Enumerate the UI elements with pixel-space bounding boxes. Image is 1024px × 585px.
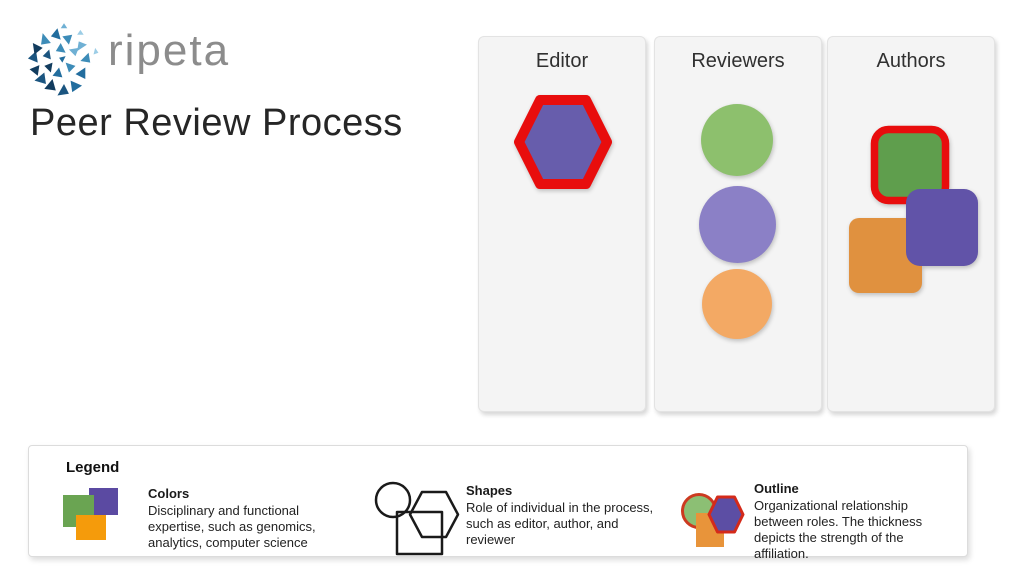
column-authors: Authors	[827, 36, 995, 412]
legend-outline-icon	[681, 493, 745, 547]
author-square-purple	[906, 189, 978, 266]
reviewer-circle-purple	[699, 186, 776, 263]
column-reviewers: Reviewers	[654, 36, 822, 412]
legend-shapes-line: reviewer	[466, 532, 516, 547]
legend-item-colors: Colors Disciplinary and functional exper…	[148, 486, 338, 551]
legend: Legend Colors Disciplinary and functiona…	[28, 445, 968, 561]
legend-colors-line: Disciplinary and functional	[148, 503, 300, 518]
legend-outline-line: between roles. The thickness	[754, 514, 923, 529]
brand-wordmark: ripeta	[108, 26, 231, 75]
reviewer-circle-green	[701, 104, 773, 176]
legend-outline-line: depicts the strength of the	[754, 530, 904, 545]
legend-item-outline: Outline Organizational relationship betw…	[754, 481, 954, 562]
reviewer-circle-orange	[702, 269, 772, 339]
legend-shapes-title: Shapes	[466, 483, 513, 498]
legend-outline-title: Outline	[754, 481, 799, 496]
column-editor: Editor	[478, 36, 646, 412]
legend-colors-line: analytics, computer science	[148, 535, 308, 550]
editor-hexagon-shape	[514, 95, 612, 189]
legend-outline-line: affiliation.	[754, 546, 809, 561]
legend-colors-title: Colors	[148, 486, 190, 501]
column-authors-label: Authors	[876, 50, 946, 72]
legend-colors-line: expertise, such as genomics,	[148, 519, 316, 534]
legend-colors-icon	[63, 488, 118, 540]
legend-outline-line: Organizational relationship	[754, 498, 908, 513]
ripeta-logo-icon	[27, 23, 99, 96]
column-reviewers-label: Reviewers	[691, 50, 785, 72]
author-square-orange	[849, 218, 922, 293]
reviewer-circles	[699, 104, 776, 339]
column-editor-label: Editor	[535, 50, 589, 72]
legend-shapes-line: such as editor, author, and	[466, 516, 619, 531]
legend-title: Legend	[66, 459, 120, 476]
author-squares	[849, 125, 978, 293]
legend-item-shapes: Shapes Role of individual in the process…	[466, 483, 661, 548]
legend-shapes-icon	[374, 481, 460, 556]
legend-shapes-line: Role of individual in the process,	[466, 500, 654, 515]
page-title: Peer Review Process	[30, 102, 403, 144]
